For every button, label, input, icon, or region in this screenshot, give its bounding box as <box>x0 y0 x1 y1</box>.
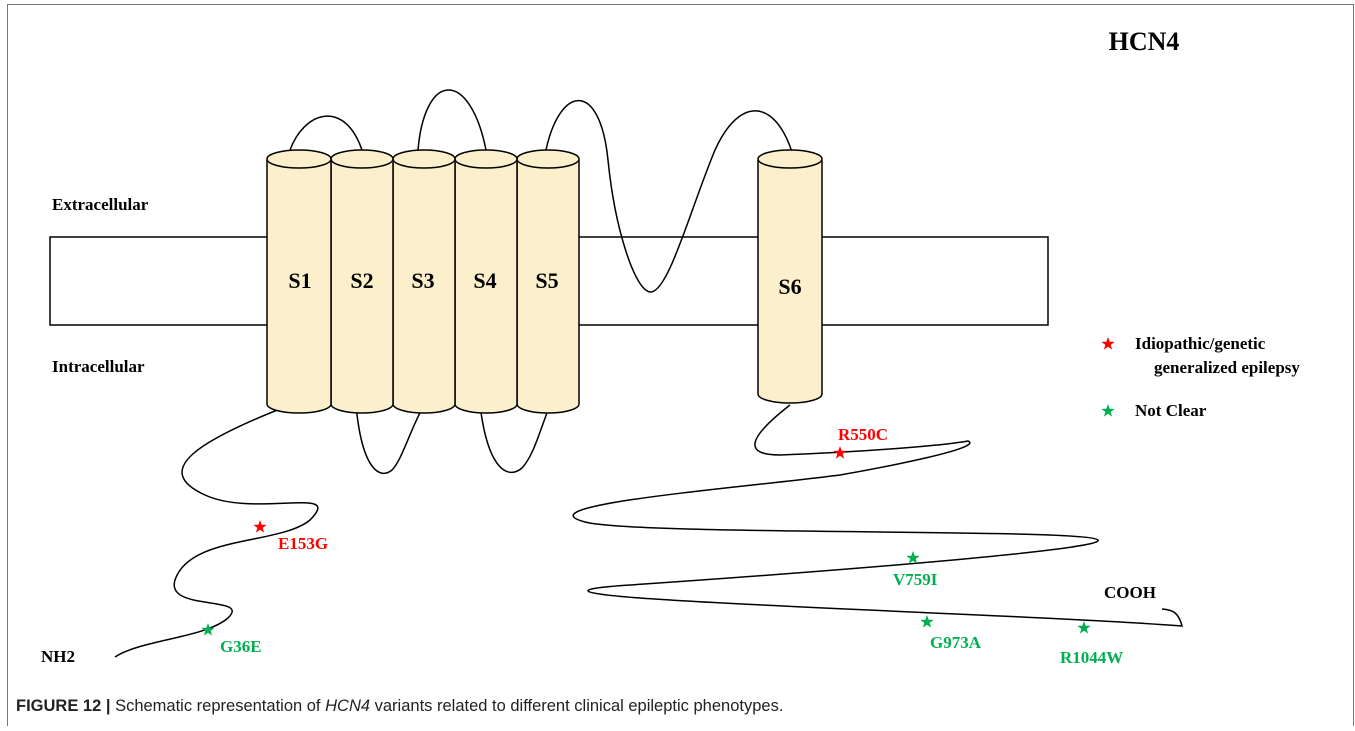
extracellular-label: Extracellular <box>52 195 149 214</box>
figure-frame <box>7 4 1354 726</box>
caption-text-2: variants related to different clinical e… <box>370 697 784 715</box>
variant-star-r1044w <box>1077 621 1091 634</box>
caption-gene: HCN4 <box>325 697 371 715</box>
legend-star-green <box>1101 404 1115 417</box>
variant-label-v759i: V759I <box>893 570 938 589</box>
segment-label-s1: S1 <box>288 268 311 293</box>
variant-label-r1044w: R1044W <box>1060 648 1123 667</box>
segment-s1 <box>266 149 332 414</box>
segment-label-s2: S2 <box>350 268 373 293</box>
variant-star-r550c <box>833 446 847 459</box>
diagram-title: HCN4 <box>1109 27 1180 56</box>
variant-label-g36e: G36E <box>220 637 262 656</box>
legend-label-1-line2: generalized epilepsy <box>1154 358 1300 377</box>
legend-label-1-line1: Idiopathic/genetic <box>1135 334 1266 353</box>
variant-star-g36e <box>201 623 215 636</box>
variant-markers <box>201 446 1091 636</box>
caption-text-1: Schematic representation of <box>110 697 326 715</box>
segment-s4 <box>454 149 518 414</box>
figure-number: FIGURE 12 | <box>16 697 111 715</box>
n-terminus-label: NH2 <box>41 647 75 666</box>
segment-s3 <box>392 149 456 414</box>
segment-label-s3: S3 <box>411 268 434 293</box>
legend-label-2: Not Clear <box>1135 401 1207 420</box>
intracellular-loops <box>355 404 551 475</box>
intracellular-label: Intracellular <box>52 357 145 376</box>
legend-star-red <box>1101 337 1115 350</box>
c-terminal-chain <box>572 404 1183 627</box>
variant-star-g973a <box>920 615 934 628</box>
variant-label-g973a: G973A <box>930 633 982 652</box>
legend: Idiopathic/genetic generalized epilepsy … <box>1101 334 1300 420</box>
segment-label-s5: S5 <box>535 268 558 293</box>
variant-label-r550c: R550C <box>838 425 888 444</box>
variant-label-e153g: E153G <box>278 534 328 553</box>
tm-segments <box>266 149 823 414</box>
c-terminus-label: COOH <box>1104 583 1156 602</box>
n-terminal-chain <box>114 404 319 658</box>
figure-caption: FIGURE 12 | Schematic representation of … <box>16 697 783 716</box>
variant-star-e153g <box>253 520 267 533</box>
extracellular-loops <box>289 89 793 293</box>
variant-star-v759i <box>906 551 920 564</box>
segment-s6 <box>757 149 823 404</box>
segment-label-s6: S6 <box>778 274 801 299</box>
segment-label-s4: S4 <box>473 268 496 293</box>
